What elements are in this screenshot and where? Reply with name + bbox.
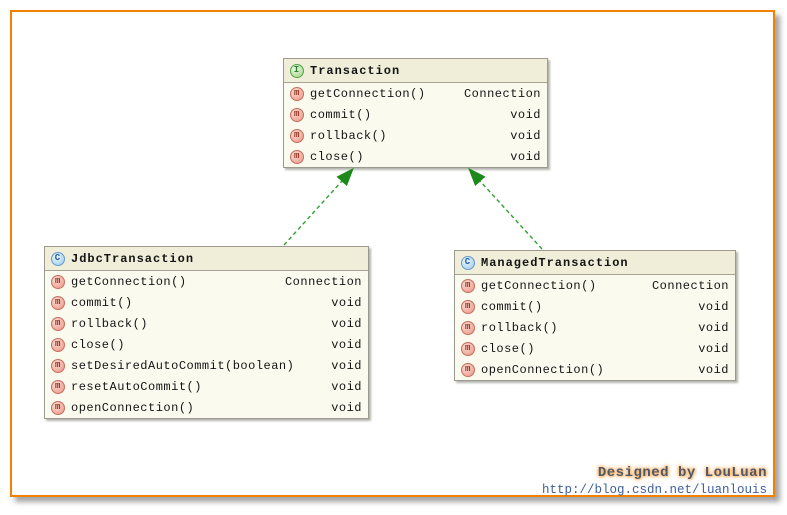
class-header-managedtransaction[interactable]: C ManagedTransaction: [455, 251, 735, 275]
method-return-type: Connection: [463, 86, 541, 101]
method-return-type: Connection: [651, 278, 729, 293]
method-signature: close(): [71, 337, 125, 352]
method-return-type: void: [698, 320, 729, 335]
watermark-url: http://blog.csdn.net/luanlouis: [541, 483, 767, 497]
method-return-type: void: [331, 379, 362, 394]
method-row[interactable]: m openConnection() void: [455, 359, 735, 380]
method-row[interactable]: m getConnection() Connection: [45, 271, 368, 292]
method-icon: m: [51, 400, 65, 415]
method-return-type: void: [331, 400, 362, 415]
method-row[interactable]: m rollback() void: [284, 125, 547, 146]
method-signature: commit(): [71, 295, 133, 310]
method-signature: rollback(): [71, 316, 149, 331]
class-icon: C: [51, 251, 65, 266]
method-return-type: void: [510, 149, 541, 164]
method-icon: m: [290, 86, 304, 101]
method-icon: m: [290, 107, 304, 122]
method-row[interactable]: m close() void: [45, 334, 368, 355]
method-return-type: void: [698, 341, 729, 356]
method-signature: commit(): [310, 107, 372, 122]
method-icon: m: [51, 337, 65, 352]
method-return-type: void: [331, 358, 362, 373]
method-signature: openConnection(): [481, 362, 605, 377]
method-icon: m: [461, 320, 475, 335]
method-row[interactable]: m rollback() void: [45, 313, 368, 334]
method-signature: openConnection(): [71, 400, 195, 415]
method-row[interactable]: m commit() void: [45, 292, 368, 313]
method-signature: commit(): [481, 299, 543, 314]
method-return-type: void: [331, 295, 362, 310]
method-signature: getConnection(): [71, 274, 187, 289]
method-signature: getConnection(): [310, 86, 426, 101]
method-row[interactable]: m getConnection() Connection: [455, 275, 735, 296]
method-icon: m: [290, 128, 304, 143]
method-signature: setDesiredAutoCommit(boolean): [71, 358, 295, 373]
method-signature: rollback(): [310, 128, 388, 143]
method-return-type: void: [510, 107, 541, 122]
method-icon: m: [461, 299, 475, 314]
method-signature: close(): [481, 341, 535, 356]
method-signature: close(): [310, 149, 364, 164]
class-box-transaction[interactable]: I Transaction m getConnection() Connecti…: [283, 58, 548, 168]
method-icon: m: [290, 149, 304, 164]
class-title: Transaction: [310, 63, 401, 78]
method-row[interactable]: m getConnection() Connection: [284, 83, 547, 104]
method-row[interactable]: m resetAutoCommit() void: [45, 376, 368, 397]
method-row[interactable]: m close() void: [284, 146, 547, 167]
method-row[interactable]: m rollback() void: [455, 317, 735, 338]
method-row[interactable]: m commit() void: [455, 296, 735, 317]
method-icon: m: [51, 295, 65, 310]
method-icon: m: [461, 362, 475, 377]
method-return-type: void: [331, 316, 362, 331]
interface-icon: I: [290, 63, 304, 78]
class-box-managedtransaction[interactable]: C ManagedTransaction m getConnection() C…: [454, 250, 736, 381]
class-box-jdbctransaction[interactable]: C JdbcTransaction m getConnection() Conn…: [44, 246, 369, 419]
class-icon: C: [461, 255, 475, 270]
method-return-type: Connection: [284, 274, 362, 289]
class-header-transaction[interactable]: I Transaction: [284, 59, 547, 83]
method-row[interactable]: m close() void: [455, 338, 735, 359]
method-row[interactable]: m commit() void: [284, 104, 547, 125]
watermark-author: Designed by LouLuan: [597, 465, 767, 481]
method-row[interactable]: m openConnection() void: [45, 397, 368, 418]
class-title: ManagedTransaction: [481, 255, 629, 270]
method-return-type: void: [698, 362, 729, 377]
method-icon: m: [51, 274, 65, 289]
method-icon: m: [461, 278, 475, 293]
method-row[interactable]: m setDesiredAutoCommit(boolean) void: [45, 355, 368, 376]
method-icon: m: [51, 379, 65, 394]
watermark: Designed by LouLuan http://blog.csdn.net…: [542, 466, 767, 498]
method-signature: resetAutoCommit(): [71, 379, 202, 394]
method-signature: rollback(): [481, 320, 559, 335]
class-title: JdbcTransaction: [71, 251, 195, 266]
method-return-type: void: [331, 337, 362, 352]
method-icon: m: [51, 358, 65, 373]
method-icon: m: [461, 341, 475, 356]
method-return-type: void: [698, 299, 729, 314]
method-icon: m: [51, 316, 65, 331]
method-return-type: void: [510, 128, 541, 143]
class-header-jdbctransaction[interactable]: C JdbcTransaction: [45, 247, 368, 271]
method-signature: getConnection(): [481, 278, 597, 293]
